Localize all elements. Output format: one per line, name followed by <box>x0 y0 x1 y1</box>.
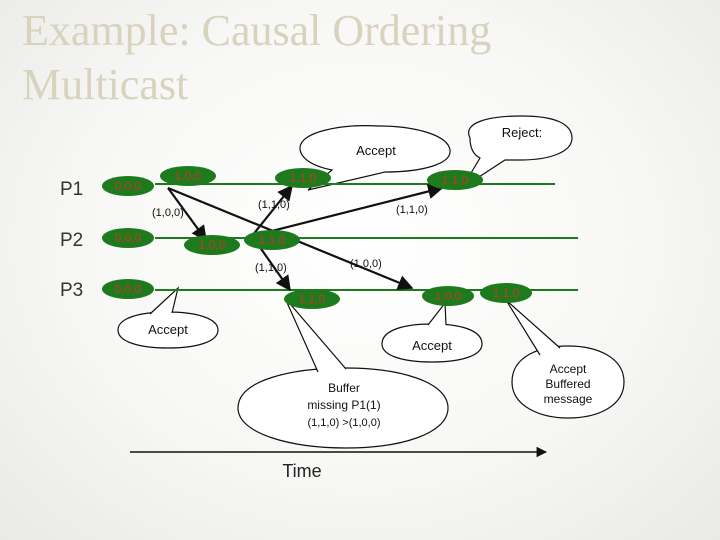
accept-left-label: Accept <box>148 322 188 337</box>
p1-receive-event-text: 1,1,0 <box>290 171 317 185</box>
m1-label: (1,0,0) <box>152 207 184 219</box>
p2-send-event: 1,1,0 <box>244 230 300 250</box>
callout-reject: Reject: <box>461 115 573 189</box>
accept-top-label: Accept <box>356 143 396 158</box>
slide-title-line-1: Example: Causal Ordering <box>22 6 492 55</box>
p2-initial-vector-text: 0,0,0 <box>115 231 142 245</box>
p2-receive-event-text: 1,0,0 <box>199 238 226 252</box>
message-p2-to-p1-second <box>251 183 444 238</box>
p3-receive-event-2-text: 1,0,0 <box>435 289 462 303</box>
p2-send-event-text: 1,1,0 <box>259 233 286 247</box>
p2-label: P2 <box>60 230 83 251</box>
m2b-label: (1,1,0) <box>396 204 428 216</box>
p3-receive-event-3: 1,1,0 <box>480 283 532 303</box>
reject-label: Reject: <box>502 125 542 140</box>
buffer-line-3: (1,1,0) >(1,0,0) <box>307 417 380 429</box>
callout-accept-buffered: Accept Buffered message <box>505 299 625 419</box>
p3-initial-vector: 0,0,0 <box>102 279 154 299</box>
p1-initial-vector-text: 0,0,0 <box>115 179 142 193</box>
callout-accept-left: Accept <box>117 286 219 349</box>
p2-initial-vector: 0,0,0 <box>102 228 154 248</box>
callout-accept-bottom: Accept <box>381 301 483 363</box>
p3-initial-vector-text: 0,0,0 <box>115 282 142 296</box>
p1-receive-event: 1,1,0 <box>275 168 331 188</box>
accept-bottom-label: Accept <box>412 338 452 353</box>
p1-send-event: 1,0,0 <box>160 166 216 186</box>
p1-send-event-text: 1,0,0 <box>175 169 202 183</box>
accept-buffered-line-1: Accept <box>550 362 587 376</box>
p3-receive-event-3-text: 1,1,0 <box>493 286 520 300</box>
m3-label: (1,1,0) <box>255 262 287 274</box>
p3-receive-event: 1,1,0 <box>284 289 340 309</box>
p2-receive-event: 1,0,0 <box>184 235 240 255</box>
message-p1-to-p2 <box>167 187 207 242</box>
p3-label: P3 <box>60 280 83 301</box>
message-p2-to-p1 <box>251 184 293 237</box>
p3-receive-event-text: 1,1,0 <box>299 292 326 306</box>
slide-title: Example: Causal Ordering Multicast <box>22 4 622 112</box>
m4-label: (1,0,0) <box>350 258 382 270</box>
p1-receive-event-2: 1,1,0 <box>427 170 483 190</box>
accept-buffered-line-3: message <box>544 392 593 406</box>
accept-buffered-line-2: Buffered <box>545 377 590 391</box>
buffer-line-1: Buffer <box>328 381 360 395</box>
p1-receive-event-2-text: 1,1,0 <box>442 173 469 187</box>
slide-title-line-2: Multicast <box>22 60 189 109</box>
m2-label: (1,1,0) <box>258 199 290 211</box>
callout-accept-top: Accept <box>299 125 451 191</box>
p1-label: P1 <box>60 179 83 200</box>
time-axis-label: Time <box>282 461 321 481</box>
buffer-line-2: missing P1(1) <box>307 398 380 412</box>
callout-buffer: Buffer missing P1(1) (1,1,0) >(1,0,0) <box>237 297 449 449</box>
p1-initial-vector: 0,0,0 <box>102 176 154 196</box>
p3-receive-event-2: 1,0,0 <box>422 286 474 306</box>
